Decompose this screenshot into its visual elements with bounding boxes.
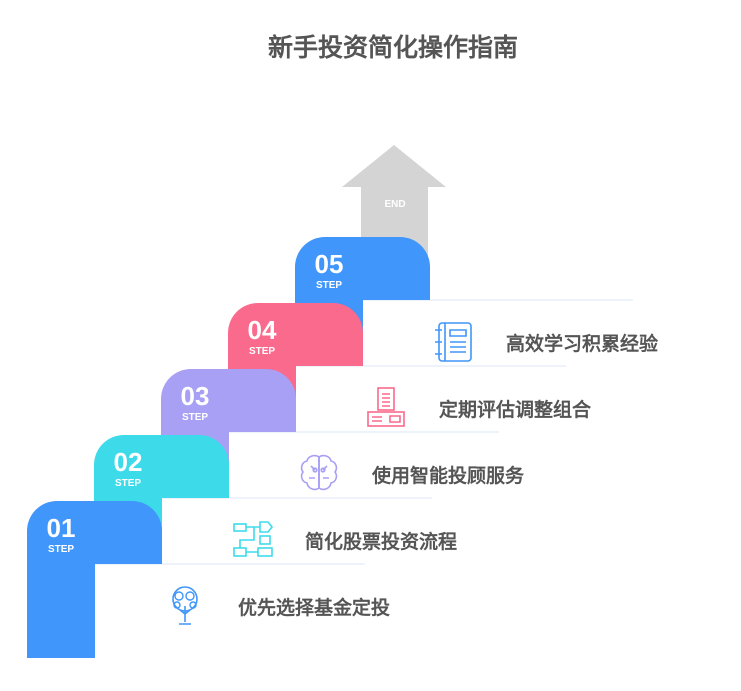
flowchart-icon xyxy=(233,521,274,557)
cash-register-icon xyxy=(367,387,405,427)
step-2-block xyxy=(94,435,229,498)
step-3-block xyxy=(161,369,296,432)
step-1-label: 优先选择基金定投 xyxy=(238,597,391,619)
step-5-number: 05 xyxy=(314,249,344,279)
money-tree-icon xyxy=(172,586,198,625)
step-3-step-label: STEP xyxy=(181,412,209,423)
step-5-label: 高效学习积累经验 xyxy=(506,333,659,355)
step-1-number: 01 xyxy=(46,513,76,543)
step-2-step-label: STEP xyxy=(114,478,142,489)
step-2-label: 简化股票投资流程 xyxy=(305,531,458,553)
step-4-block xyxy=(228,303,363,366)
step-5-step-label: STEP xyxy=(315,280,343,291)
step-3-label: 使用智能投顾服务 xyxy=(372,465,525,487)
step-1-step-label: STEP xyxy=(47,544,75,555)
step-4-card xyxy=(296,365,566,433)
step-2-number: 02 xyxy=(113,447,143,477)
step-5-card xyxy=(363,299,633,367)
brain-circuit-icon xyxy=(300,454,338,491)
step-3-number: 03 xyxy=(180,381,210,411)
step-4-step-label: STEP xyxy=(248,346,276,357)
end-label: END xyxy=(384,199,406,210)
step-4-label: 定期评估调整组合 xyxy=(439,399,592,421)
page-title: 新手投资简化操作指南 xyxy=(267,33,518,62)
step-4-number: 04 xyxy=(247,315,277,345)
notebook-icon xyxy=(435,322,472,362)
step-5-block xyxy=(295,237,430,300)
step-3-card xyxy=(229,431,499,499)
step-1-block xyxy=(27,501,162,564)
step-1-card xyxy=(95,563,365,631)
step-2-card xyxy=(162,497,432,565)
